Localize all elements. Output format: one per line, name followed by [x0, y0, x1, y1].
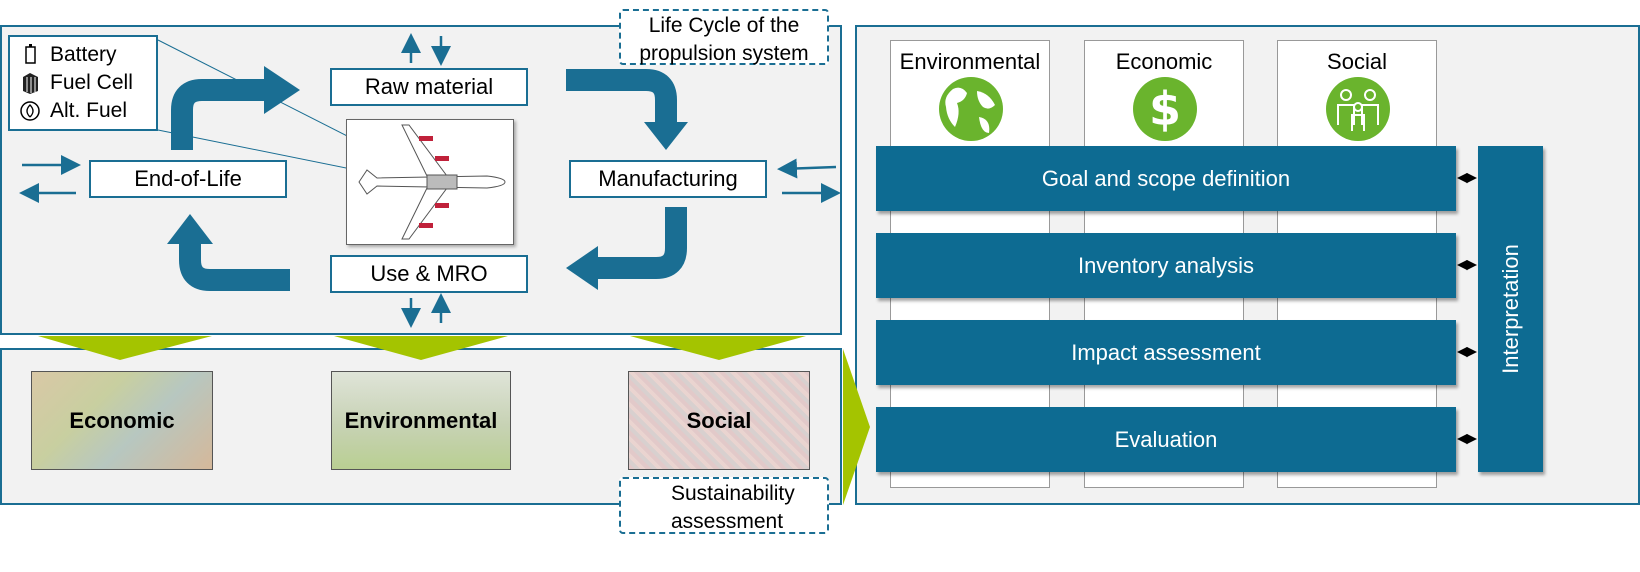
column-title-environmental: Environmental [899, 49, 1041, 74]
green-arrow-right [843, 349, 870, 505]
stage-inventory-analysis: Inventory analysis [876, 233, 1456, 298]
legend-alt-fuel: Alt. Fuel [20, 99, 127, 123]
manufacturing-box: Manufacturing [569, 160, 767, 198]
interpretation-label: Interpretation [1497, 244, 1523, 374]
interpretation-bar: Interpretation [1478, 146, 1543, 472]
column-title-economic: Economic [1115, 49, 1213, 74]
column-title-social: Social [1327, 49, 1387, 74]
cycle-arrow-raw-to-mfg [566, 69, 677, 122]
use-mro-box: Use & MRO [330, 255, 528, 293]
legend-fuel-cell: Fuel Cell [20, 71, 133, 95]
stage-goal-scope: Goal and scope definition [876, 146, 1456, 211]
svg-text:$: $ [1149, 82, 1181, 136]
propulsion-legend: Battery Fuel Cell Alt. Fuel [8, 35, 158, 131]
fuel-cell-icon [23, 73, 38, 94]
airplane-icon [358, 124, 506, 240]
alt-fuel-icon [20, 101, 40, 121]
raw-material-box: Raw material [330, 68, 528, 106]
airplane-image [346, 119, 514, 245]
battery-icon [25, 44, 36, 64]
globe-icon [939, 77, 1003, 141]
stage-impact-assessment: Impact assessment [876, 320, 1456, 385]
economic-photo: Economic [31, 371, 213, 470]
environmental-photo: Environmental [331, 371, 511, 470]
social-photo: Social [628, 371, 810, 470]
cycle-arrow-eol-to-raw [171, 79, 268, 150]
legend-battery: Battery [20, 43, 117, 67]
people-icon [1326, 77, 1390, 141]
dollar-icon: $ [1133, 77, 1197, 141]
sustainability-label: Sustainability assessment [619, 477, 829, 534]
lifecycle-title: Life Cycle of the propulsion system [619, 9, 829, 65]
cycle-arrow-mfg-to-use [596, 207, 687, 279]
green-triangle-3 [630, 336, 806, 360]
green-triangle-2 [334, 336, 508, 360]
stage-evaluation: Evaluation [876, 407, 1456, 472]
green-triangle-1 [38, 336, 212, 360]
end-of-life-box: End-of-Life [89, 160, 287, 198]
cycle-arrow-use-to-eol [179, 242, 290, 291]
